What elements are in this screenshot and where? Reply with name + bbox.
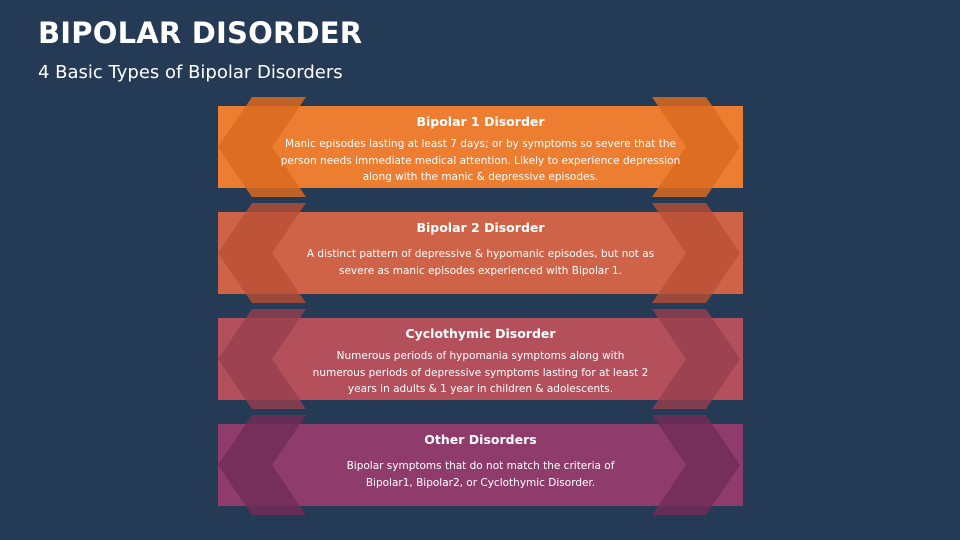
type-heading: Cyclothymic Disorder [405, 326, 556, 341]
band-background-3 [218, 318, 743, 400]
type-card-other: Other Disorders Bipolar symptoms that do… [218, 424, 743, 504]
slide-title: BIPOLAR DISORDER [38, 16, 363, 50]
right-chevron-4 [652, 415, 740, 515]
type-card-bipolar-2: Bipolar 2 Disorder A distinct pattern of… [218, 212, 743, 292]
type-description: A distinct pattern of depressive & hypom… [306, 248, 655, 277]
band-background-4 [218, 424, 743, 506]
type-heading: Other Disorders [424, 432, 537, 447]
type-card-cyclothymic: Cyclothymic Disorder Numerous periods of… [218, 318, 743, 398]
band-background-2 [218, 212, 743, 294]
type-heading: Bipolar 1 Disorder [416, 114, 545, 129]
type-description: Numerous periods of hypomania symptoms a… [312, 350, 649, 395]
right-chevron-1 [652, 97, 740, 197]
left-chevron-2 [218, 203, 306, 303]
left-chevron-4 [218, 415, 306, 515]
right-chevron-3 [652, 309, 740, 409]
right-chevron-2 [652, 203, 740, 303]
left-chevron-1 [218, 97, 306, 197]
slide-subtitle: 4 Basic Types of Bipolar Disorders [38, 62, 343, 83]
type-card-bipolar-1: Bipolar 1 Disorder Manic episodes lastin… [218, 106, 743, 186]
type-heading: Bipolar 2 Disorder [416, 220, 545, 235]
type-description: Manic episodes lasting at least 7 days; … [280, 138, 681, 183]
left-chevron-3 [218, 309, 306, 409]
band-background-1 [218, 106, 743, 188]
type-description: Bipolar symptoms that do not match the c… [346, 460, 615, 489]
